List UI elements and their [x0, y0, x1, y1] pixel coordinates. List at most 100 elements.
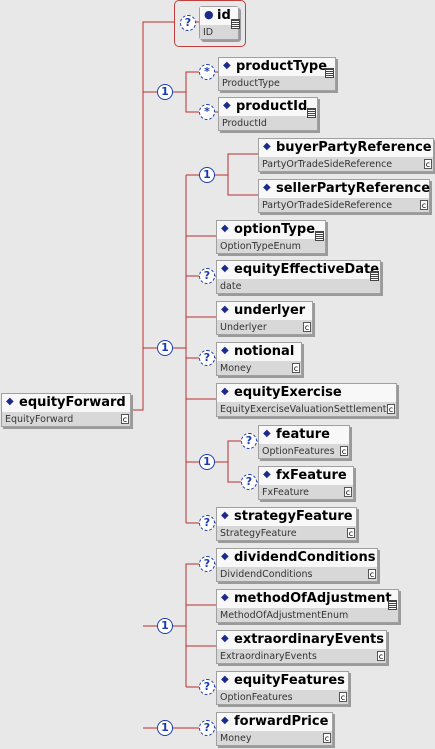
element-type: PartyOrTradeSideReference	[262, 200, 393, 211]
complex-type-icon: c	[340, 446, 348, 456]
element-name: underlyer	[234, 303, 306, 318]
attribute-id[interactable]: ● id ID	[199, 6, 240, 40]
optional-indicator: ?	[199, 515, 215, 531]
simple-type-icon	[388, 600, 397, 610]
element-diamond-icon: ◆	[263, 428, 271, 439]
sequence-compositor[interactable]: 1	[199, 167, 215, 183]
simple-type-icon	[325, 68, 334, 78]
attribute-icon: ●	[204, 8, 214, 21]
unbounded-indicator: *	[199, 104, 215, 120]
element-forwardprice[interactable]: ◆ forwardPrice Money c	[216, 712, 333, 746]
complex-type-icon: c	[339, 692, 347, 702]
element-type: ProductType	[222, 78, 280, 89]
complex-type-icon: c	[347, 528, 355, 538]
element-name: equityForward	[19, 395, 126, 410]
simple-type-icon	[315, 231, 324, 241]
element-diamond-icon: ◆	[223, 60, 231, 71]
sequence-compositor[interactable]: 1	[199, 454, 215, 470]
element-equityfeatures[interactable]: ◆ equityFeatures OptionFeatures c	[216, 671, 349, 705]
element-diamond-icon: ◆	[221, 510, 229, 521]
element-methodofadjustment[interactable]: ◆ methodOfAdjustment MethodOfAdjustmentE…	[216, 589, 399, 623]
wire-choice-seller	[227, 175, 258, 196]
element-diamond-icon: ◆	[221, 715, 229, 726]
element-diamond-icon: ◆	[263, 469, 271, 480]
sequence-compositor[interactable]: 1	[157, 340, 173, 356]
element-strategyfeature[interactable]: ◆ strategyFeature StrategyFeature c	[216, 507, 357, 541]
optional-indicator: ?	[199, 350, 215, 366]
element-name: feature	[276, 427, 330, 442]
complex-type-icon: c	[292, 363, 300, 373]
element-notional[interactable]: ◆ notional Money c	[216, 342, 302, 376]
element-type: OptionFeatures	[220, 692, 293, 703]
element-name: methodOfAdjustment	[234, 591, 392, 606]
complex-type-icon: c	[420, 200, 428, 210]
element-extraordinaryevents[interactable]: ◆ extraordinaryEvents ExtraordinaryEvent…	[216, 630, 387, 664]
complex-type-icon: c	[303, 322, 311, 332]
element-diamond-icon: ◆	[6, 396, 14, 407]
element-name: equityEffectiveDate	[234, 262, 380, 277]
wire-g1-productid	[185, 92, 199, 113]
element-name: equityExercise	[234, 385, 342, 400]
sequence-compositor[interactable]: 1	[157, 618, 173, 634]
element-fxfeature[interactable]: ◆ fxFeature FxFeature c	[258, 466, 354, 500]
element-diamond-icon: ◆	[221, 674, 229, 685]
element-type: date	[220, 281, 242, 292]
attribute-type: ID	[203, 27, 214, 38]
element-name: sellerPartyReference	[276, 181, 431, 196]
element-equityexercise[interactable]: ◆ equityExercise EquityExerciseValuation…	[216, 383, 397, 417]
element-name: notional	[234, 344, 295, 359]
element-type: StrategyFeature	[220, 528, 297, 539]
element-type: ExtraordinaryEvents	[220, 651, 317, 662]
element-name: fxFeature	[276, 468, 347, 483]
optional-indicator: ?	[199, 556, 215, 572]
unbounded-indicator: *	[199, 64, 215, 80]
element-underlyer[interactable]: ◆ underlyer Underlyer c	[216, 301, 313, 335]
element-name: productId	[236, 99, 308, 114]
element-type: Money	[220, 363, 252, 374]
complex-type-icon: c	[387, 404, 395, 414]
element-name: equityFeatures	[234, 673, 345, 688]
optional-indicator: ?	[199, 679, 215, 695]
element-diamond-icon: ◆	[221, 345, 229, 356]
element-type: ProductId	[222, 118, 267, 129]
wire-feat-fx	[227, 462, 241, 483]
element-equityeffectivedate[interactable]: ◆ equityEffectiveDate date	[216, 260, 381, 294]
wire-g1-producttype	[173, 71, 199, 93]
element-diamond-icon: ◆	[221, 551, 229, 562]
element-name: strategyFeature	[234, 509, 353, 524]
wire-root-to-id	[131, 21, 174, 411]
attribute-name: id	[217, 8, 231, 23]
sequence-compositor[interactable]: 1	[157, 720, 173, 736]
element-name: extraordinaryEvents	[234, 632, 384, 647]
optional-indicator: ?	[180, 15, 196, 31]
element-type: Underlyer	[220, 322, 267, 333]
simple-type-icon	[231, 19, 240, 29]
sequence-compositor[interactable]: 1	[157, 84, 173, 100]
element-name: dividendConditions	[234, 550, 376, 565]
element-optiontype[interactable]: ◆ optionType OptionTypeEnum	[216, 220, 326, 254]
element-type: PartyOrTradeSideReference	[262, 159, 393, 170]
optional-indicator: ?	[199, 720, 215, 736]
element-dividendconditions[interactable]: ◆ dividendConditions DividendConditions …	[216, 548, 378, 582]
complex-type-icon: c	[377, 651, 385, 661]
element-diamond-icon: ◆	[221, 633, 229, 644]
element-diamond-icon: ◆	[221, 386, 229, 397]
element-productid[interactable]: ◆ productId ProductId	[218, 97, 318, 131]
element-diamond-icon: ◆	[221, 304, 229, 315]
element-type: DividendConditions	[220, 569, 313, 580]
element-name: optionType	[234, 222, 316, 237]
wire-feat-feature	[215, 440, 241, 463]
root-element[interactable]: ◆ equityForward EquityForward c	[1, 393, 131, 427]
complex-type-icon: c	[121, 414, 129, 424]
element-feature[interactable]: ◆ feature OptionFeatures c	[258, 425, 350, 459]
attributes-frame	[174, 0, 246, 47]
element-diamond-icon: ◆	[221, 263, 229, 274]
wire-choice-buyer	[215, 153, 258, 176]
element-sellerpartyreference[interactable]: ◆ sellerPartyReference PartyOrTradeSideR…	[258, 179, 430, 213]
element-producttype[interactable]: ◆ productType ProductType	[218, 57, 336, 91]
complex-type-icon: c	[368, 569, 376, 579]
element-buyerpartyreference[interactable]: ◆ buyerPartyReference PartyOrTradeSideRe…	[258, 138, 434, 172]
complex-type-icon: c	[424, 159, 432, 169]
element-name: buyerPartyReference	[276, 140, 432, 155]
